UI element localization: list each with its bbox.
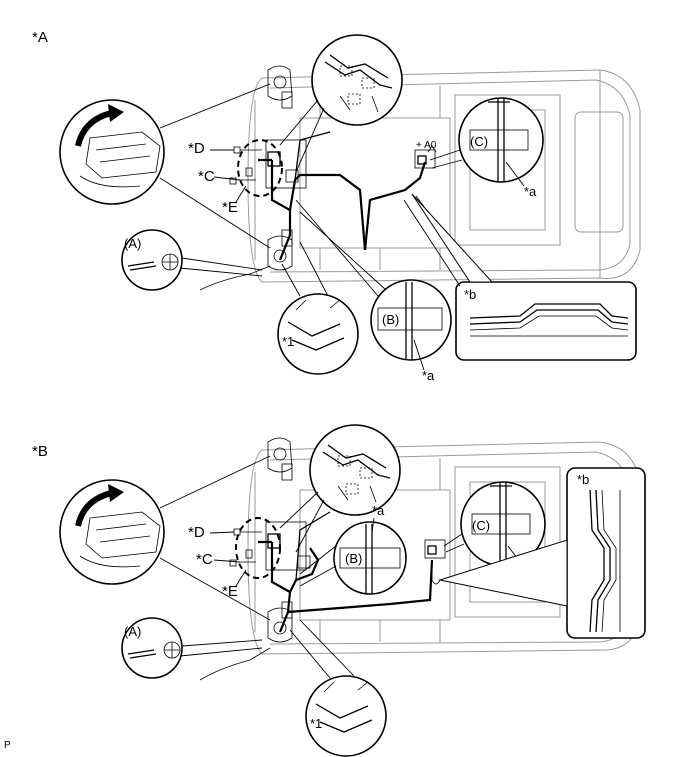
view-a: *A — [32, 29, 641, 383]
view-b-upper-detail-callout — [279, 424, 401, 553]
view-b-label-star1: *1 — [310, 716, 322, 731]
view-a-label-star-a-upper: *a — [524, 184, 537, 199]
view-a-focus-ellipse — [237, 139, 283, 197]
view-b-label-e: *E — [222, 583, 238, 600]
view-a-label-d: *D — [188, 140, 205, 157]
view-a-label-c: *C — [198, 168, 215, 185]
view-a-clip-c-callout: (C) *a — [429, 97, 544, 199]
view-b-connector-callout — [59, 455, 271, 621]
view-a-vehicle-body — [247, 65, 641, 283]
view-b-focus-ellipse — [235, 517, 281, 579]
view-a-star1-callout: *1 — [277, 241, 359, 375]
view-a-label-clip-a: (A) — [124, 236, 141, 251]
view-a-label-clip-b: (B) — [382, 312, 399, 327]
view-b-label-clip-b: (B) — [345, 551, 362, 566]
view-a-clip-b-callout: (B) *a — [295, 199, 452, 383]
view-a-label-star1: *1 — [282, 334, 294, 349]
view-b-title: *B — [32, 443, 48, 460]
view-b-label-clip-c: (C) — [472, 518, 490, 533]
view-a-upper-detail-callout — [279, 34, 403, 173]
view-b-label-star-b: *b — [577, 472, 589, 487]
svg-text:+ A0: + A0 — [416, 140, 437, 151]
view-a-label-star-b: *b — [464, 287, 476, 302]
view-a-star-b-callout: *b — [403, 193, 637, 361]
view-b-label-d: *D — [188, 524, 205, 541]
footer-mark: P — [4, 740, 11, 751]
view-a-clip-a-callout: (A) — [121, 229, 263, 291]
view-a-connector-callout — [59, 83, 271, 249]
view-a-label-clip-c: (C) — [470, 134, 488, 149]
view-a-wire-harness: + A0 — [199, 131, 437, 291]
view-b-star1-callout: *1 — [289, 619, 387, 757]
view-a-label-e: *E — [222, 199, 238, 216]
view-b: *B — [32, 424, 646, 757]
view-b-clip-a-callout: (A) — [121, 617, 263, 679]
view-b-label-star-a-lower: *a — [372, 503, 385, 518]
view-a-title: *A — [32, 29, 48, 46]
view-b-star-b-callout: *b — [438, 467, 646, 639]
view-b-label-c: *C — [196, 551, 213, 568]
view-b-label-clip-a: (A) — [124, 624, 141, 639]
view-b-wire-harness — [199, 511, 446, 681]
view-b-clip-b-callout: (B) *a — [299, 503, 407, 595]
view-a-label-star-a-lower: *a — [422, 368, 435, 383]
